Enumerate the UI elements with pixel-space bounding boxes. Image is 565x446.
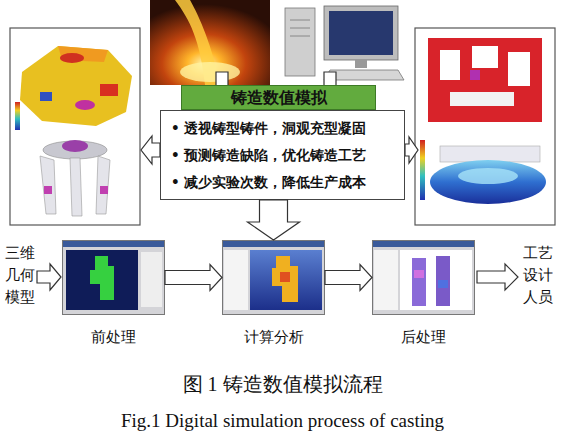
step-label: 计算分析 [213, 328, 334, 346]
analysis-screenshot-part [222, 240, 325, 315]
postprocess-screenshot-part [374, 250, 398, 310]
postprocess-screenshot-part [372, 240, 475, 247]
left-simulation-image-part [60, 53, 84, 63]
left-simulation-image-part [44, 186, 52, 194]
right-simulation-image-part [458, 168, 518, 184]
left-simulation-image-part [96, 156, 110, 214]
right-simulation-image-part [470, 70, 480, 80]
left-simulation-image-part [70, 158, 82, 216]
preprocess-screenshot-part [90, 256, 114, 300]
left-simulation-image-part [15, 102, 20, 130]
right-simulation-image-part [450, 92, 514, 106]
analysis-screenshot-part [224, 250, 248, 310]
right-simulation-image-part [440, 50, 460, 80]
right-simulation-image-part [508, 52, 530, 86]
left-simulation-image-part [43, 141, 107, 159]
left-simulation-image-part [40, 92, 52, 101]
step-label: 后处理 [363, 328, 484, 346]
screenshot-box: 前处理 [62, 240, 165, 315]
title-band: 铸造数值模拟 [181, 85, 376, 110]
postprocess-screenshot-part [412, 258, 426, 306]
preprocess-screenshot [62, 240, 165, 315]
computer-photo-part [355, 60, 367, 68]
right-simulation-image-part [415, 28, 555, 225]
right-simulation-image-part [430, 160, 546, 204]
process-box: 铸造数值模拟• 透视铸型铸件，洞观充型凝固• 预测铸造缺陷，优化铸造工艺• 减少… [160, 110, 405, 200]
postprocess-screenshot-part [438, 280, 448, 288]
bullet-text: • 减少实验次数，降低生产成本 [171, 173, 366, 191]
step-label: 前处理 [53, 328, 174, 346]
left-simulation-image-part [20, 46, 132, 126]
flow-arrow-part [141, 136, 160, 164]
molten-metal-photo [150, 0, 270, 85]
postprocess-screenshot-part [414, 270, 424, 278]
right-simulation-image-part [428, 38, 542, 122]
postprocess-screenshot-part [400, 250, 472, 310]
analysis-screenshot-part [222, 240, 325, 247]
postprocess-screenshot [372, 240, 475, 315]
postprocess-screenshot-part [372, 240, 475, 315]
preprocess-screenshot-part [62, 240, 165, 247]
computer-photo-part [290, 20, 310, 21]
left-simulation-image [10, 28, 140, 225]
computer-photo-part [290, 28, 310, 29]
flow-arrow [248, 200, 300, 240]
bullet-text: • 透视铸型铸件，洞观充型凝固 [171, 119, 366, 137]
computer-photo-part [278, 0, 405, 85]
preprocess-screenshot-part [141, 252, 162, 307]
right-simulation-image-part [472, 46, 498, 68]
flow-arrow [325, 265, 372, 291]
preprocess-screenshot-part [66, 250, 138, 310]
preprocess-screenshot-part [62, 240, 165, 315]
computer-photo-part [324, 6, 398, 60]
flow-endpoint-label: 三维 几何 模型 [3, 242, 37, 308]
analysis-screenshot-part [280, 272, 290, 282]
left-simulation-image-part [100, 186, 108, 194]
molten-metal-photo-part [150, 0, 270, 85]
right-simulation-image-part [420, 140, 425, 200]
analysis-screenshot [222, 240, 325, 315]
molten-metal-photo-part [180, 62, 240, 82]
flow-arrow-part [477, 264, 518, 290]
flow-arrow [165, 265, 222, 291]
left-simulation-image-part [62, 140, 88, 152]
right-simulation-image [415, 28, 555, 225]
analysis-screenshot-part [272, 256, 298, 302]
left-simulation-image-part [10, 28, 140, 225]
flow-arrow-part [37, 264, 61, 290]
flow-arrow [37, 72, 518, 290]
right-simulation-image-part [440, 146, 540, 162]
left-simulation-image-part [58, 46, 108, 62]
analysis-screenshot-part [250, 250, 322, 310]
postprocess-screenshot-part [436, 256, 450, 306]
computer-photo-part [290, 36, 310, 37]
computer-photo-part [329, 11, 393, 55]
left-simulation-image-part [75, 100, 95, 110]
left-simulation-image-part [100, 84, 118, 96]
flow-endpoint-label: 工艺 设计 人员 [521, 242, 555, 308]
computer-photo [278, 0, 405, 85]
bullet-text: • 预测铸造缺陷，优化铸造工艺 [171, 146, 366, 164]
screenshot-box: 计算分析 [222, 240, 325, 315]
screenshot-box: 后处理 [372, 240, 475, 315]
left-simulation-image-part [40, 156, 56, 214]
figure-caption: 图 1 铸造数值模拟流程 [0, 371, 565, 398]
flow-arrow-part [405, 137, 418, 163]
english-caption: Fig.1 Digital simulation process of cast… [0, 408, 565, 434]
computer-photo-part [285, 8, 315, 76]
